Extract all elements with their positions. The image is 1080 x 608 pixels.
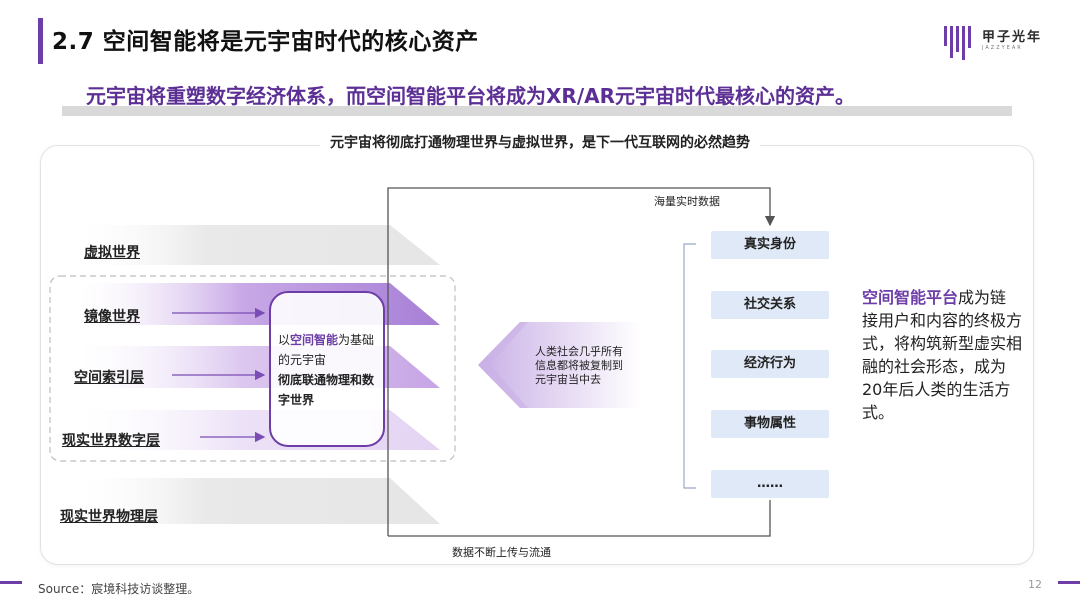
center-core-text: 以空间智能为基础的元宇宙 彻底联通物理和数字世界 <box>278 330 380 410</box>
footer-accent-left <box>0 581 22 584</box>
brand-logo-text: 甲子光年 <box>982 30 1043 45</box>
footer-accent-right <box>1058 581 1080 584</box>
center-highlight: 空间智能 <box>290 333 339 347</box>
data-box-identity: 真实身份 <box>711 231 829 259</box>
layer-real-physical <box>80 478 440 524</box>
center-core-box <box>269 291 385 447</box>
right-description: 空间智能平台成为链接用户和内容的终极方式，将构筑新型虚实相融的社会形态，成为20… <box>862 286 1022 424</box>
right-body: 成为链接用户和内容的终极方式，将构筑新型虚实相融的社会形态，成为20年后人类的生… <box>862 288 1023 422</box>
center-prefix: 以 <box>278 333 291 347</box>
title-accent-bar <box>38 18 43 64</box>
layer-label-virtual-world: 虚拟世界 <box>84 245 140 261</box>
brand-logo-subtext: JAZZYEAR <box>982 45 1023 51</box>
data-box-economic: 经济行为 <box>711 350 829 378</box>
layer-label-mirror-world: 镜像世界 <box>84 309 140 325</box>
data-box-attributes: 事物属性 <box>711 410 829 438</box>
panel-title-text: 元宇宙将彻底打通物理世界与虚拟世界，是下一代互联网的必然趋势 <box>320 135 760 151</box>
subtitle-underline <box>62 106 1012 116</box>
layer-group-dashed-frame <box>49 275 456 462</box>
brand-logo-icon <box>944 26 971 60</box>
layer-label-real-digital: 现实世界数字层 <box>62 433 160 449</box>
layer-label-real-physical: 现实世界物理层 <box>60 509 158 525</box>
center-suffix: 为基础的元宇宙 <box>278 333 375 367</box>
big-arrow-text: 人类社会几乎所有信息都将被复制到元宇宙当中去 <box>535 345 623 386</box>
data-box-more: …… <box>711 470 829 498</box>
data-flow-loop-bottom <box>388 500 771 537</box>
source-note: Source：宸境科技访谈整理。 <box>38 582 200 596</box>
layer-virtual-world <box>80 225 440 265</box>
big-left-arrow-edge <box>478 322 528 408</box>
page-title: 2.7 空间智能将是元宇宙时代的核心资产 <box>52 29 479 55</box>
center-bold-line: 彻底联通物理和数字世界 <box>278 373 375 407</box>
data-flow-loop-top <box>387 187 776 536</box>
data-box-bracket <box>683 243 696 489</box>
flow-bottom-label: 数据不断上传与流通 <box>452 546 551 559</box>
layer-label-spatial-index: 空间索引层 <box>74 370 144 386</box>
panel-title: 元宇宙将彻底打通物理世界与虚拟世界，是下一代互联网的必然趋势 <box>0 132 1080 152</box>
big-left-arrow <box>478 322 640 408</box>
data-box-social: 社交关系 <box>711 291 829 319</box>
page-number: 12 <box>1028 578 1042 591</box>
flow-top-label: 海量实时数据 <box>654 195 720 208</box>
subtitle: 元宇宙将重塑数字经济体系，而空间智能平台将成为XR/AR元宇宙时代最核心的资产。 <box>86 84 856 108</box>
right-highlight: 空间智能平台 <box>862 288 959 307</box>
